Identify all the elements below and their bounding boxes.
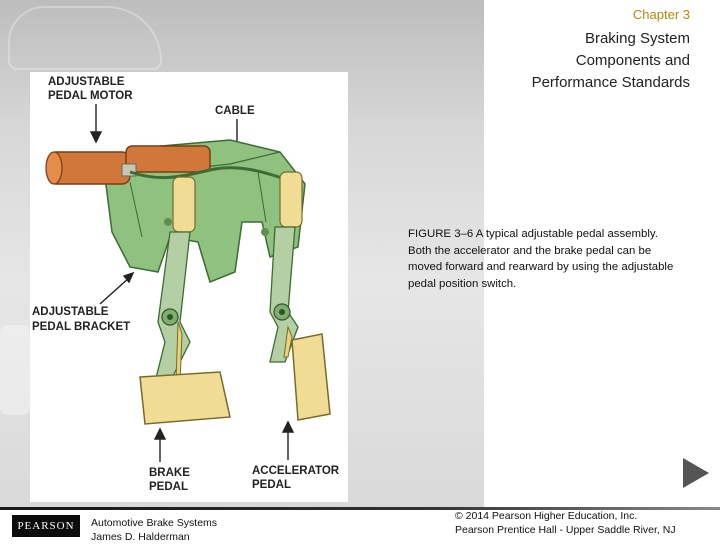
- car-silhouette-lower: [0, 325, 30, 415]
- label-accelerator-pedal-1: ACCELERATOR: [252, 465, 340, 477]
- logo-text: PEARSON: [17, 520, 75, 532]
- footer: [0, 510, 720, 540]
- adjustable-pedal-bracket: [104, 139, 306, 284]
- footer-copyright-line2: Pearson Prentice Hall - Upper Saddle Riv…: [455, 524, 676, 536]
- footer-divider: [0, 507, 720, 510]
- label-cable: CABLE: [215, 105, 255, 117]
- footer-copyright-line1: © 2014 Pearson Higher Education, Inc.: [455, 510, 638, 522]
- figure-caption: FIGURE 3–6 A typical adjustable pedal as…: [408, 228, 674, 290]
- label-brake-pedal-2: PEDAL: [149, 481, 188, 493]
- brake-pedal-pad: [139, 371, 231, 425]
- pearson-logo: PEARSON: [12, 515, 80, 537]
- accelerator-pedal-pad: [291, 333, 331, 421]
- figure-panel: ADJUSTABLE PEDAL MOTOR CABLE ADJUSTABLE …: [30, 72, 348, 502]
- cable-line: [129, 166, 289, 182]
- adjustable-pedal-motor: [45, 145, 211, 185]
- label-accelerator-pedal-2: PEDAL: [252, 479, 291, 491]
- slide-title: Braking System Components and Performanc…: [531, 30, 690, 91]
- footer-author: James D. Halderman: [91, 531, 190, 543]
- label-adjustable-pedal-motor-2: PEDAL MOTOR: [48, 90, 133, 102]
- label-adjustable-pedal-motor-1: ADJUSTABLE: [48, 76, 125, 88]
- accelerator-pedal-arm: [269, 171, 303, 363]
- brake-pedal-arm: [154, 176, 196, 383]
- pedal-assembly-diagram: ADJUSTABLE PEDAL MOTOR CABLE ADJUSTABLE …: [32, 76, 340, 493]
- label-adjustable-pedal-bracket-1: ADJUSTABLE: [32, 306, 109, 318]
- footer-copyright: © 2014 Pearson Higher Education, Inc. Pe…: [455, 509, 715, 540]
- footer-book-title: Automotive Brake Systems: [91, 517, 218, 529]
- footer-copyright-line3: 07458: [455, 537, 715, 540]
- car-silhouette: [8, 6, 162, 70]
- chapter-label: Chapter 3: [632, 7, 690, 22]
- play-arrow-icon[interactable]: [683, 458, 709, 488]
- label-adjustable-pedal-bracket-2: PEDAL BRACKET: [32, 321, 130, 333]
- slide-header: Chapter 3 Braking System Components and …: [532, 6, 690, 94]
- label-brake-pedal-1: BRAKE: [149, 467, 190, 479]
